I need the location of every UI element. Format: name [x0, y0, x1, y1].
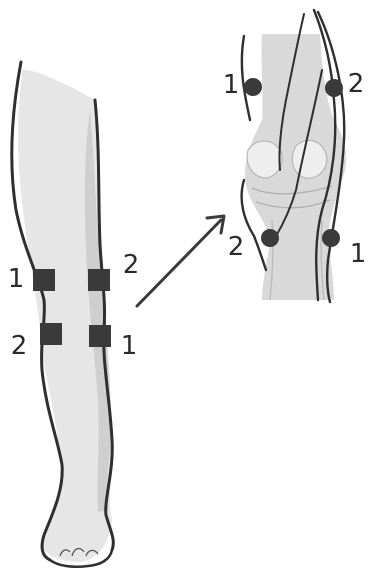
leg-label-lower-right: 1	[121, 331, 138, 361]
knee-electrode-lower-left	[261, 229, 279, 247]
knee-condyle-left	[247, 141, 282, 178]
knee-electrode-upper-left	[244, 78, 262, 96]
leg-label-upper-right: 2	[123, 250, 140, 280]
leg-label-upper-left: 1	[8, 264, 25, 294]
leg-electrode-pad-upper-right	[88, 269, 110, 291]
leg-illustration: 1 2 2 1	[8, 62, 140, 567]
knee-label-lower-left: 2	[228, 232, 245, 262]
knee-label-upper-left: 1	[223, 70, 240, 100]
leg-electrode-pad-upper-left	[33, 269, 55, 291]
leg-label-lower-left: 2	[11, 331, 28, 361]
leg-electrode-pad-lower-right	[89, 325, 111, 347]
zoom-arrow	[137, 216, 224, 306]
knee-electrode-lower-right	[322, 229, 340, 247]
knee-closeup-illustration: 1 2 2 1	[223, 10, 367, 302]
knee-label-lower-right: 1	[350, 239, 367, 269]
knee-electrode-upper-right	[325, 79, 343, 97]
knee-label-upper-right: 2	[348, 69, 365, 99]
leg-electrode-pad-lower-left	[40, 323, 62, 345]
knee-condyle-right	[292, 140, 326, 178]
